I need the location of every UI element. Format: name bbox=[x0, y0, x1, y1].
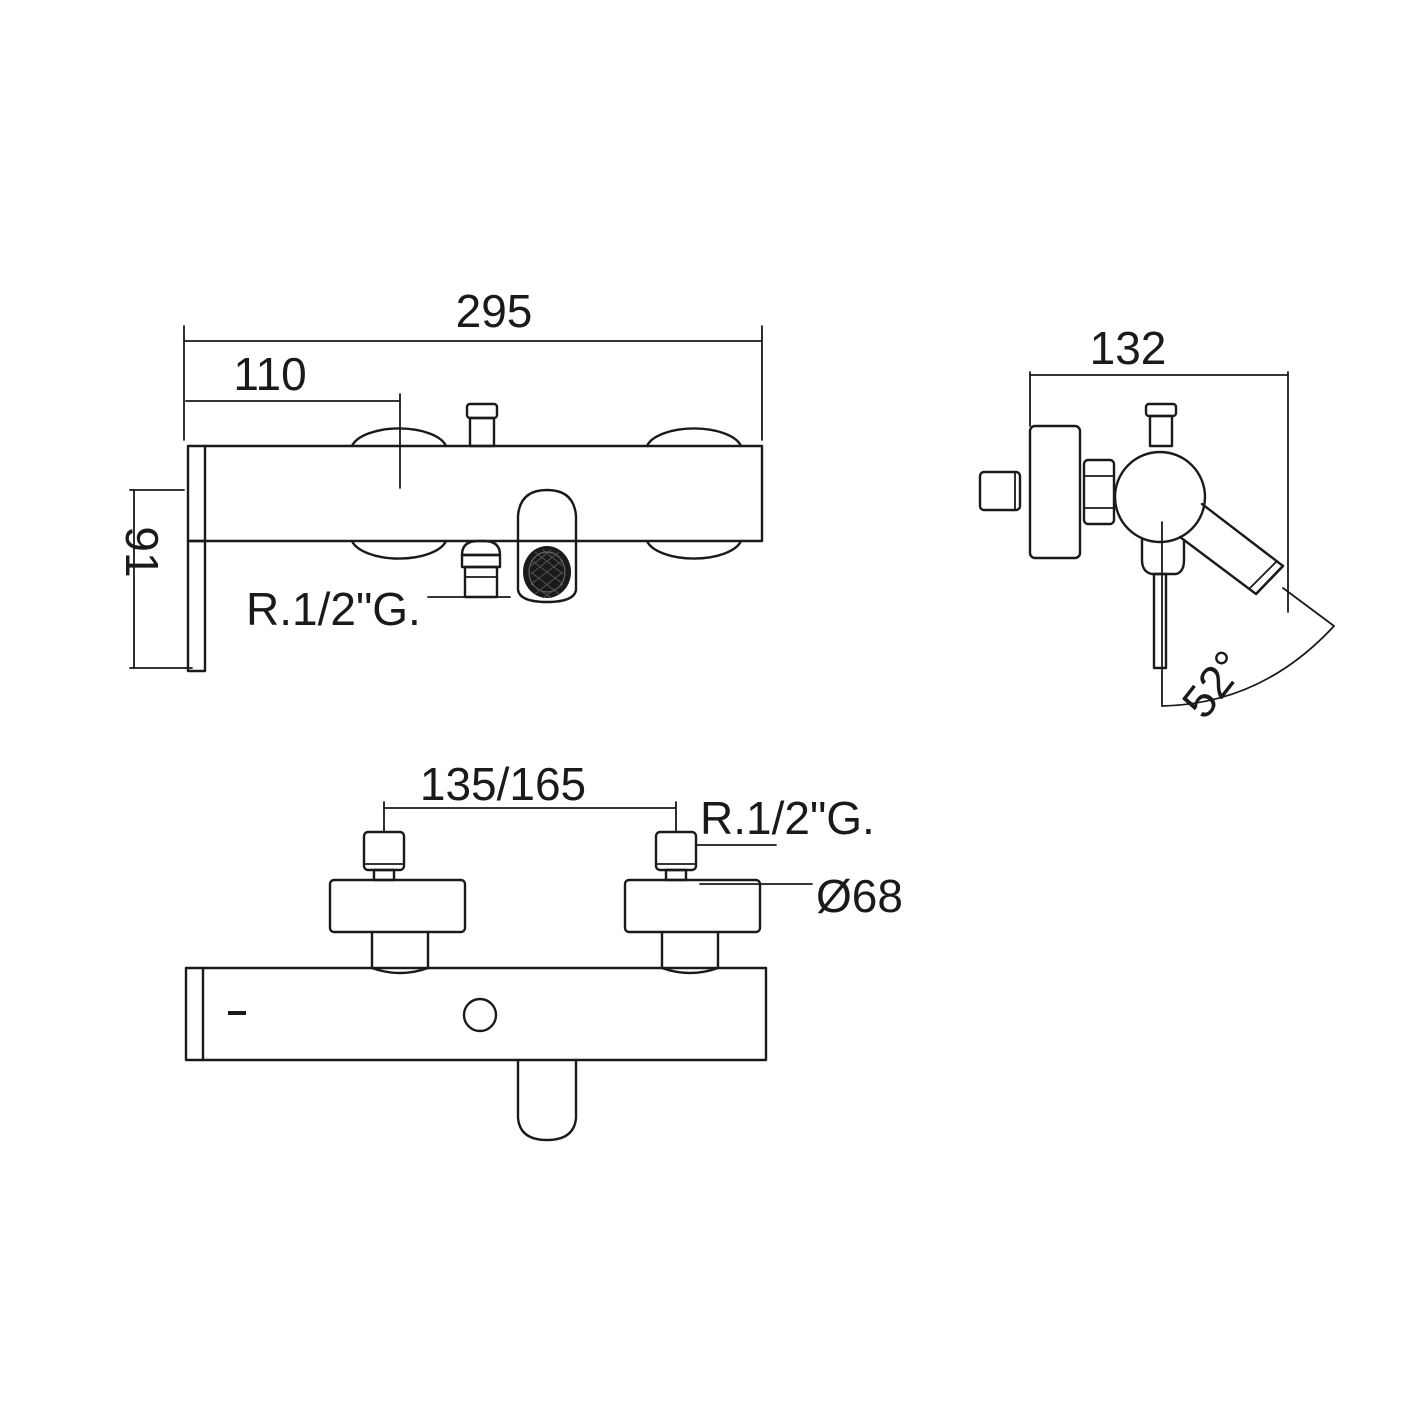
escutcheon-diameter-callout: Ø68 bbox=[699, 870, 903, 922]
front-thread-label: R.1/2"G. bbox=[246, 583, 421, 635]
side-escutcheon bbox=[1028, 424, 1082, 560]
dimension-height: 91 bbox=[116, 489, 193, 669]
top-view: 135/165 R.1/2"G. Ø68 bbox=[184, 758, 903, 1142]
mixer-body bbox=[186, 444, 764, 543]
dimension-handle-offset: 110 bbox=[185, 348, 401, 489]
dimension-depth: 132 bbox=[1029, 322, 1289, 613]
depth-label: 132 bbox=[1090, 322, 1167, 374]
dimension-inlet-spacing: 135/165 bbox=[383, 758, 677, 833]
handle-offset-label: 110 bbox=[233, 348, 306, 400]
top-thread-callout: R.1/2"G. bbox=[695, 792, 875, 846]
height-label: 91 bbox=[116, 526, 168, 577]
front-view: 295 110 91 bbox=[116, 285, 764, 673]
overall-length-label: 295 bbox=[456, 285, 533, 337]
brand-mark bbox=[228, 1011, 246, 1015]
side-body-circle bbox=[1113, 450, 1207, 544]
left-escutcheon bbox=[350, 427, 448, 560]
side-view: 132 bbox=[978, 322, 1335, 728]
left-escutcheon-top bbox=[328, 878, 467, 934]
side-diverter-knob bbox=[1144, 402, 1178, 448]
side-inlet-stub bbox=[978, 470, 1022, 512]
diverter-knob bbox=[465, 402, 499, 448]
side-spout bbox=[1178, 502, 1285, 596]
right-escutcheon bbox=[645, 427, 743, 560]
spout-top bbox=[516, 1058, 578, 1142]
rotation-angle-label: 52° bbox=[1171, 641, 1255, 728]
mixer-body-top bbox=[184, 966, 768, 1062]
right-escutcheon-top bbox=[623, 878, 762, 934]
hose-connector bbox=[460, 539, 502, 599]
side-hose-connector bbox=[1140, 538, 1186, 670]
dimension-overall-length: 295 bbox=[183, 285, 763, 441]
dimension-rotation-angle: 52° bbox=[1161, 521, 1335, 728]
left-inlet-stub bbox=[362, 830, 406, 882]
diverter-knob-top bbox=[462, 997, 498, 1033]
top-thread-label: R.1/2"G. bbox=[700, 792, 875, 844]
front-thread-callout: R.1/2"G. bbox=[246, 583, 511, 635]
spout bbox=[516, 488, 578, 604]
side-nut bbox=[1082, 458, 1116, 526]
wall-plate bbox=[186, 539, 207, 673]
escutcheon-diameter-label: Ø68 bbox=[816, 870, 903, 922]
inlet-spacing-label: 135/165 bbox=[420, 758, 586, 810]
right-inlet-stub bbox=[654, 830, 698, 882]
